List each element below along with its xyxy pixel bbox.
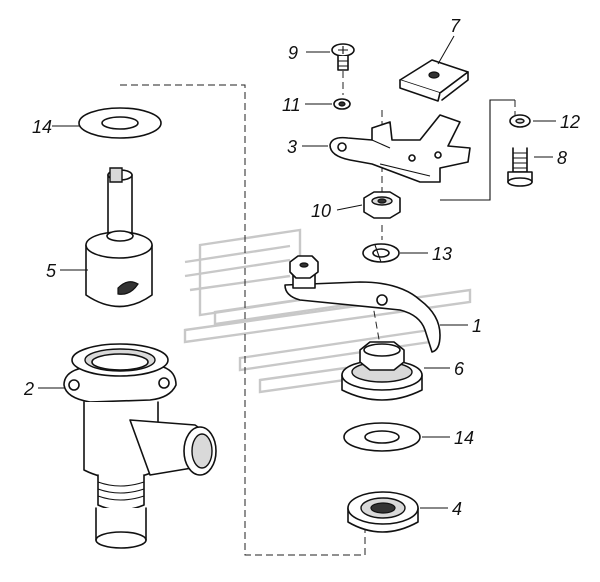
- valve-body-part-2: [63, 343, 217, 549]
- bolt-part-8: [507, 147, 533, 187]
- callout-9: 9: [288, 43, 298, 63]
- callout-labels: 14 5 2 9 11 3 7 12 8 10 13 1 6 14 4: [23, 16, 580, 519]
- nut-part-10: [363, 191, 401, 219]
- leader-lines: [38, 35, 556, 509]
- washer-part-14-bottom: [343, 422, 421, 452]
- callout-7: 7: [450, 16, 461, 36]
- callout-13: 13: [432, 244, 452, 264]
- callout-5: 5: [46, 261, 57, 281]
- seal-part-4: [347, 491, 419, 533]
- valve-plug-part-5: [85, 167, 153, 308]
- fitting-part-6: [341, 341, 423, 401]
- callout-14-top: 14: [32, 117, 52, 137]
- callout-3: 3: [287, 137, 297, 157]
- assembly-lines: [120, 60, 516, 556]
- callout-14-bottom: 14: [454, 428, 474, 448]
- washer-part-14-top: [78, 107, 162, 139]
- callout-10: 10: [311, 201, 331, 221]
- callout-2: 2: [23, 379, 34, 399]
- callout-11: 11: [282, 95, 301, 115]
- clip-part-7: [399, 59, 469, 102]
- callout-1: 1: [472, 316, 482, 336]
- callout-8: 8: [557, 148, 567, 168]
- washer-part-12: [509, 114, 531, 128]
- callout-6: 6: [454, 359, 465, 379]
- bracket-part-3: [329, 114, 471, 183]
- screw-part-9: [331, 43, 355, 71]
- callout-4: 4: [452, 499, 462, 519]
- lever-part-1: [284, 255, 441, 353]
- spring-washer-part-13: [362, 243, 400, 263]
- callout-12: 12: [560, 112, 580, 132]
- lock-washer-part-11: [333, 98, 351, 110]
